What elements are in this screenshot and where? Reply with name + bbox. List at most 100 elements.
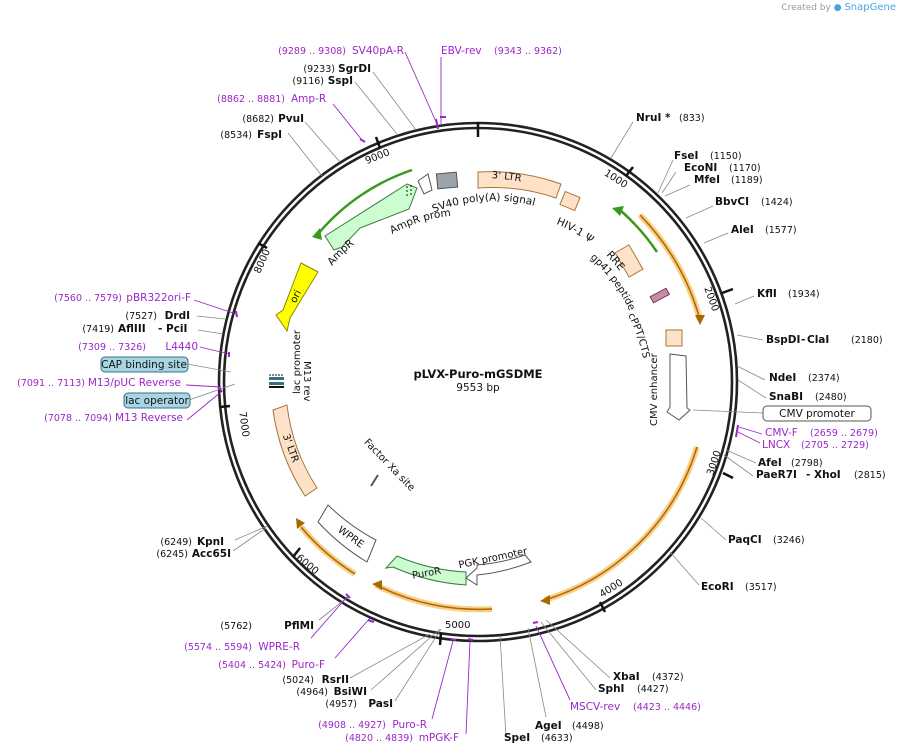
- factor-xa-feature: [370, 474, 379, 487]
- highlight-arc-3-line: [375, 584, 493, 611]
- site-nrui-pos: (833): [679, 113, 705, 124]
- site-mfei: MfeI: [694, 174, 720, 186]
- site-kpni-pos: (6249): [160, 537, 192, 548]
- site-ecori-pos: (3517): [745, 582, 777, 593]
- site-pcii-dash: -: [158, 323, 162, 335]
- leader-pvui: [304, 121, 341, 163]
- ampr-promoter-feature: [417, 173, 433, 195]
- leader-paer7i: [723, 454, 754, 477]
- leader-puro-r: [431, 640, 454, 720]
- site-bspdi-pos: (2180): [851, 335, 883, 346]
- site-pasi-pos: (4957): [325, 699, 357, 710]
- primer-puro-r: Puro-R: [392, 719, 427, 731]
- site-rsrii-pos: (5024): [282, 675, 314, 686]
- primer-m13-puc-reverse: M13/pUC Reverse: [88, 377, 181, 389]
- primer-m13-reverse: M13 Reverse: [115, 412, 183, 424]
- primer-amp-r: Amp-R: [291, 93, 326, 105]
- leader-fspi: [287, 132, 323, 177]
- ori-label: ori: [288, 288, 304, 305]
- leader-mpgk-f: [465, 640, 471, 735]
- lac-operator-box: [123, 392, 191, 409]
- primer-mark-cmv: [735, 424, 739, 438]
- wpre-feature: [317, 504, 377, 563]
- lac-promoter-label: lac promoter: [292, 329, 303, 394]
- primer-cmv-f: CMV-F: [765, 427, 798, 439]
- site-paer7i-pos: (2815): [854, 470, 886, 481]
- primer-mark-m13: [217, 385, 223, 393]
- tick-label-6000: 6000: [294, 553, 321, 578]
- primer-mark-amp: [359, 138, 366, 143]
- leader-kpni: [234, 525, 268, 541]
- puror-feature: [384, 555, 467, 586]
- leader-ndei: [736, 365, 766, 381]
- leader-cmv-prom: [692, 409, 764, 414]
- primer-puro-f-range: (5404 .. 5424): [218, 660, 286, 671]
- leader-lac-op: [188, 383, 236, 401]
- leader-econi: [661, 171, 677, 194]
- green-arc-right-arrowhead: [612, 206, 624, 216]
- site-ndei-pos: (2374): [808, 373, 840, 384]
- highlight-arrowheads: [296, 315, 705, 605]
- tick-8000: [257, 241, 268, 250]
- features: [269, 171, 691, 586]
- site-kpni: KpnI: [197, 536, 224, 548]
- green-arc-top-arrowhead: [312, 228, 322, 240]
- tick-marks: [219, 136, 734, 646]
- primer-mark-puro-r: [450, 638, 457, 641]
- site-afei-pos: (2798): [791, 458, 823, 469]
- site-clai-dash: -: [801, 334, 805, 346]
- highlight-arc-1-line: [639, 214, 701, 321]
- leader-alei: [703, 232, 729, 244]
- site-clai: ClaI: [807, 334, 829, 346]
- site-spei-pos: (4633): [541, 733, 573, 744]
- leader-pbr322: [193, 299, 237, 315]
- primer-amp-r-range: (8862 .. 8881): [217, 94, 285, 105]
- hiv-label: HIV-1 Ψ: [555, 216, 596, 246]
- site-sgrdi-pos: (9233): [303, 64, 335, 75]
- leader-bspdi: [736, 334, 764, 341]
- site-bsiwi-pos: (4964): [296, 687, 328, 698]
- leader-drdi: [196, 315, 226, 320]
- tick-9000: [374, 136, 382, 149]
- highlight-arcs: [298, 212, 703, 613]
- highlight-arc-1: [637, 212, 703, 321]
- lac-promoter-feature-3: [269, 386, 284, 388]
- m13-rev-label: M13 rev: [301, 361, 312, 402]
- primer-m13-reverse-range: (7078 .. 7094): [44, 413, 112, 424]
- site-bsiwi: BsiWI: [334, 686, 367, 698]
- primer-lncx: LNCX: [762, 439, 790, 451]
- primer-ebv-rev: EBV-rev: [441, 45, 482, 57]
- tick-6000: [292, 547, 301, 558]
- leader-acc65i: [232, 527, 267, 552]
- primer-puro-f: Puro-F: [292, 659, 325, 671]
- site-pcii: PciI: [166, 323, 187, 335]
- sv40-feature: [435, 171, 459, 190]
- leader-afliii: [197, 329, 224, 335]
- tick-7000: [219, 404, 231, 409]
- site-afliii-pos: (7419): [82, 324, 114, 335]
- site-sgrdi: SgrDI: [338, 63, 371, 75]
- site-paqci-pos: (3246): [773, 535, 805, 546]
- primer-puro-r-range: (4908 .. 4927): [318, 720, 386, 731]
- leader-msciv: [535, 625, 571, 701]
- leader-wpre-r: [310, 596, 348, 639]
- cmv-promoter-label: CMV promoter: [779, 408, 855, 420]
- site-sphi-pos: (4427): [637, 684, 669, 695]
- tick-label-9000: 9000: [364, 147, 392, 167]
- leader-m13rev: [186, 391, 222, 421]
- primer-pbr322ori-f: pBR322ori-F: [126, 292, 191, 304]
- leader-cmv-f: [738, 426, 763, 435]
- site-bbvci: BbvCI: [715, 196, 749, 208]
- primer-sv40pa-r: SV40pA-R: [352, 45, 404, 57]
- site-paer7i: PaeR7I: [756, 469, 797, 481]
- ltr-bottom-feature: [272, 404, 318, 497]
- site-ndei: NdeI: [769, 372, 796, 384]
- plasmid-name: pLVX-Puro-mGSDME: [413, 367, 542, 381]
- primer-l4440: L4440: [165, 341, 198, 353]
- primer-mark-pbr: [235, 310, 238, 318]
- leader-spei: [499, 635, 507, 738]
- primer-mark-puro-f: [367, 619, 375, 623]
- site-mfei-pos: (1189): [731, 175, 763, 186]
- site-pflmi: PflMI: [284, 620, 314, 632]
- primer-mark-mpgk: [467, 638, 474, 641]
